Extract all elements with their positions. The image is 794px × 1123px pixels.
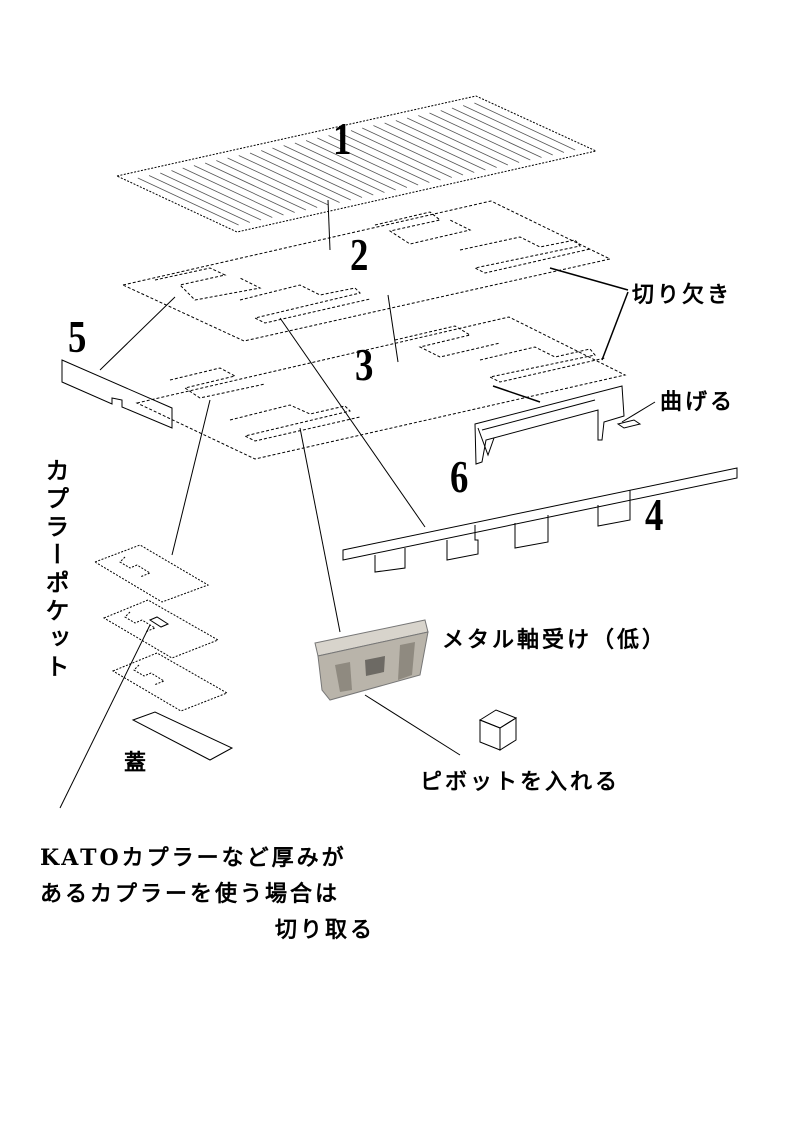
part-3-plate	[135, 316, 627, 460]
grating-slot	[339, 132, 441, 181]
grating-slot	[204, 162, 307, 211]
grating-slot	[384, 122, 486, 171]
grating-slot	[328, 135, 430, 183]
part-2-plate	[121, 200, 612, 342]
part-label-6: 6	[450, 451, 469, 502]
part-label-3: 3	[355, 339, 374, 390]
leader-lines	[59, 199, 656, 809]
grating-slot	[261, 150, 363, 198]
note-line-3: 切り取る	[275, 917, 376, 943]
grating-slot	[362, 127, 464, 176]
grating-slot	[305, 140, 408, 188]
metal-bearing	[314, 619, 429, 701]
part-label-2: 2	[350, 229, 369, 280]
part-label-5: 5	[68, 311, 87, 362]
lid-label: 蓋	[124, 750, 150, 776]
grating-slot	[148, 175, 251, 223]
grating-slot	[238, 155, 340, 203]
part-label-1: 1	[333, 113, 352, 164]
grating-slot	[193, 165, 295, 213]
bend-label: 曲げる	[660, 389, 736, 415]
grating-slot	[182, 167, 284, 216]
grating-slot	[418, 115, 520, 163]
grating-slot	[451, 107, 553, 156]
grating-slot	[429, 112, 531, 161]
grating-slot	[462, 105, 565, 153]
grating-slot	[395, 120, 497, 168]
part-6-bracket	[474, 385, 642, 465]
grating-slot	[294, 142, 396, 191]
grating-slot	[216, 160, 318, 208]
pivot-label: ピボットを入れる	[420, 769, 621, 795]
coupler-pocket-plates	[93, 544, 229, 712]
notch-label: 切り欠き	[632, 282, 733, 308]
coupler-pocket-label: カプラーポケット	[41, 458, 70, 682]
grating-slot	[283, 145, 385, 193]
grating-slot	[160, 172, 262, 221]
coupler-cutout	[148, 616, 170, 628]
metal-bearing-label: メタル軸受け（低）	[442, 627, 668, 653]
grating-slot	[350, 130, 452, 178]
note-line-2: あるカプラーを使う場合は	[40, 881, 341, 907]
grating-slot	[474, 102, 576, 151]
grating-slot	[249, 152, 351, 201]
grating-slot	[137, 177, 239, 226]
grating-slot	[227, 157, 329, 206]
part-label-4: 4	[645, 489, 664, 540]
grating-slot	[440, 110, 542, 158]
grating-slot	[171, 170, 273, 218]
grating-slot	[406, 117, 509, 166]
note-line-1: KATOカプラーなど厚みが	[40, 845, 347, 871]
part-4-strip	[342, 467, 738, 573]
grating-slot	[317, 137, 419, 186]
pivot-cube	[478, 709, 518, 751]
grating-slot	[272, 147, 374, 196]
lid-plate	[131, 711, 234, 761]
part-5-strip	[61, 359, 173, 429]
grating-slot	[373, 125, 475, 173]
part-1-plate	[115, 95, 598, 233]
